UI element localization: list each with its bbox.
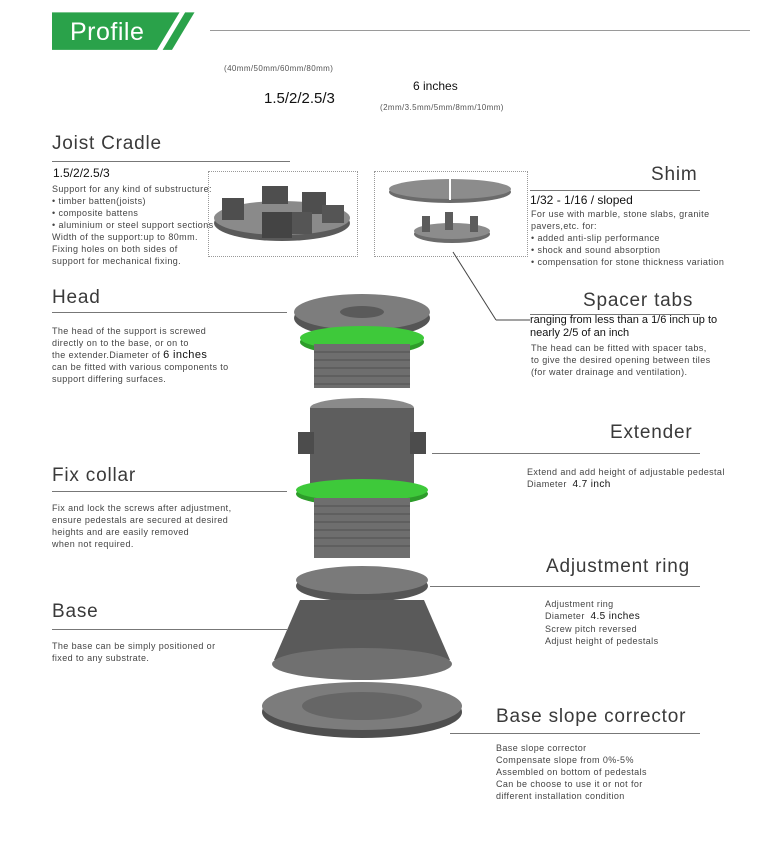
spacer-rule — [530, 314, 700, 315]
joist-cradle-title: Joist Cradle — [52, 133, 162, 154]
shim-sizes-note: (2mm/3.5mm/5mm/8mm/10mm) — [380, 103, 504, 112]
base-title: Base — [52, 601, 99, 622]
head-rule — [52, 312, 287, 313]
joist-value: 1.5/2/2.5/3 — [53, 166, 110, 180]
slope-description: Base slope corrector Compensate slope fr… — [496, 743, 647, 801]
fix-collar-description: Fix and lock the screws after adjustment… — [52, 503, 232, 549]
joist-cradle-frame — [208, 171, 358, 257]
base-rule — [52, 629, 287, 630]
shim-value: 1/32 - 1/16 / sloped — [530, 193, 633, 207]
header-divider — [210, 30, 750, 31]
joist-rule — [52, 161, 290, 162]
shim-description: For use with marble, stone slabs, granit… — [531, 209, 725, 267]
spacer-value: ranging from less than a 1/6 inch up to … — [530, 314, 718, 339]
page-title: Profile — [70, 18, 145, 46]
extender-title: Extender — [610, 422, 693, 443]
adjustment-description: Adjustment ring Diameter 4.5 inches Scre… — [545, 599, 659, 646]
profile-banner — [52, 12, 195, 50]
base-slope-corrector-title: Base slope corrector — [496, 706, 687, 727]
shim-frame — [374, 171, 528, 257]
adjustment-rule — [430, 586, 700, 587]
fix-collar-title: Fix collar — [52, 465, 137, 486]
spacer-description: The head can be fitted with spacer tabs,… — [531, 343, 711, 377]
joist-description: Support for any kind of substructure: • … — [52, 184, 214, 266]
sizes-note: (40mm/50mm/60mm/80mm) — [224, 64, 334, 73]
fix-collar-rule — [52, 491, 287, 492]
slope-rule — [450, 733, 700, 734]
shim-rule — [530, 190, 700, 191]
ratio-value: 1.5/2/2.5/3 — [264, 90, 335, 107]
base-description: The base can be simply positioned or fix… — [52, 641, 216, 663]
height-value: 6 inches — [413, 79, 458, 93]
extender-description: Extend and add height of adjustable pede… — [527, 467, 725, 490]
head-title: Head — [52, 287, 101, 308]
shim-title: Shim — [651, 164, 698, 185]
spacer-tabs-title: Spacer tabs — [583, 290, 694, 311]
head-description: The head of the support is screwed direc… — [52, 326, 229, 384]
adjustment-ring-title: Adjustment ring — [546, 556, 691, 577]
extender-rule — [432, 453, 700, 454]
